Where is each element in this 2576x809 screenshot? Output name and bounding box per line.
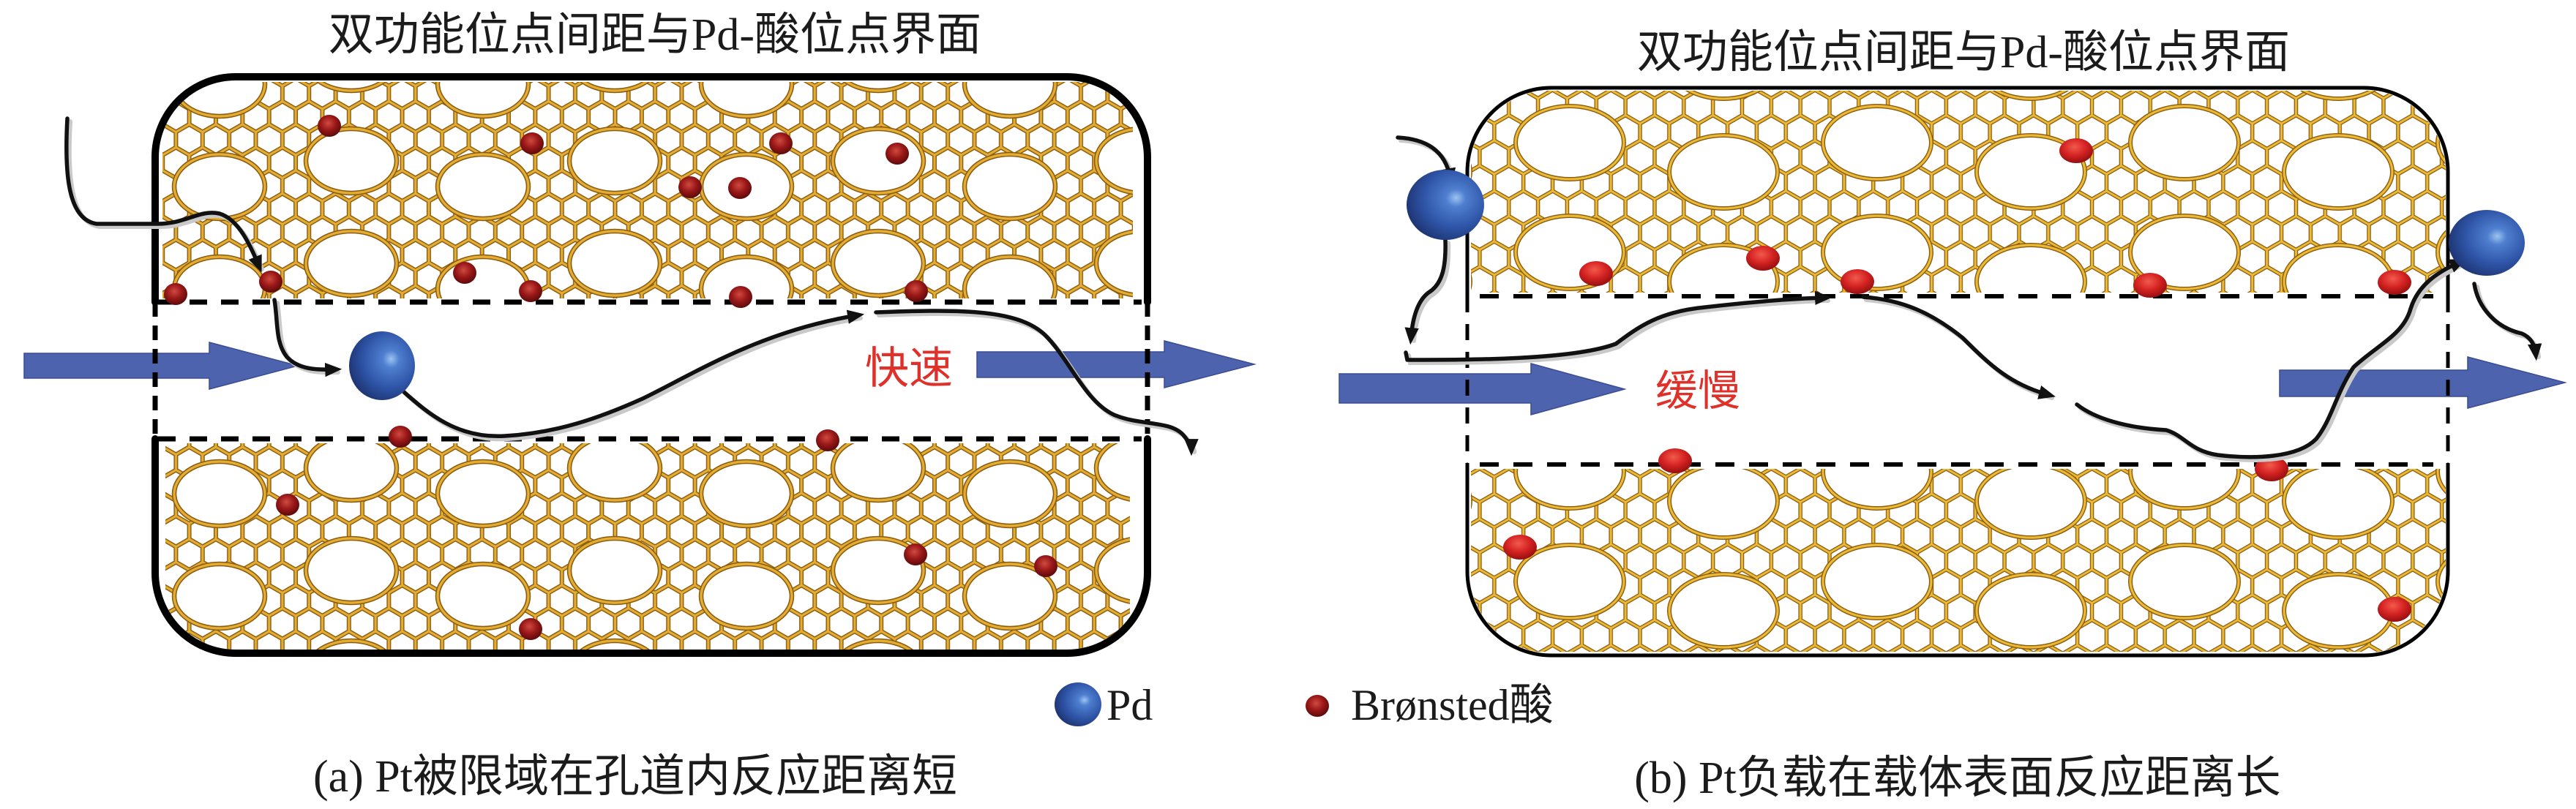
bronsted-acid-site — [2378, 270, 2411, 295]
bronsted-acid-site — [2059, 138, 2093, 163]
reaction-path-shadow — [1866, 300, 2052, 398]
bronsted-acid-site — [2255, 456, 2288, 481]
bronsted-acid-site — [276, 494, 299, 516]
legend-label-pd: Pd — [1107, 681, 1153, 729]
reaction-path-segment — [404, 315, 858, 436]
bronsted-acid-site — [1658, 448, 1692, 473]
bronsted-acid-site — [1746, 246, 1780, 271]
legend: Pd Brønsted酸 — [1055, 681, 1554, 729]
bronsted-acid-site — [1034, 555, 1057, 577]
product-flow-arrow-out — [2279, 356, 2567, 409]
bronsted-acid-site — [1579, 261, 1613, 286]
bronsted-acid-site — [769, 132, 793, 154]
channel-wall-lower — [151, 435, 1151, 657]
support-outline-lower — [1465, 462, 2450, 658]
pd-sphere-icon — [2449, 210, 2525, 276]
bronsted-acid-site — [519, 618, 542, 640]
bronsted-acid-site — [259, 271, 282, 293]
legend-label-bronsted-acid: Brønsted酸 — [1351, 681, 1554, 729]
panel-b-title: 双功能位点间距与Pd-酸位点界面 — [1637, 28, 2290, 78]
reaction-path-shadow — [277, 303, 338, 372]
panel-a-framework — [162, 82, 1133, 650]
panel-b-caption: (b) Pt负载在载体表面反应距离长 — [1634, 753, 2281, 803]
zeolite-framework-upper — [162, 82, 1133, 298]
bronsted-acid-site — [453, 262, 476, 284]
speed-label-slow: 缓慢 — [1655, 367, 1740, 415]
feed-flow-arrow-in — [23, 342, 300, 390]
bronsted-acid-site — [816, 429, 839, 451]
zeolite-framework-lower — [1471, 469, 2446, 652]
reaction-path-segment — [274, 300, 335, 369]
bronsted-acid-site — [678, 176, 702, 198]
zeolite-framework-lower — [165, 443, 1130, 650]
pd-sphere-icon — [1055, 682, 1101, 726]
bronsted-acid-site — [2133, 273, 2167, 298]
bronsted-acid-site — [905, 280, 928, 302]
bronsted-acid-site — [1503, 535, 1537, 560]
legend-item-pd: Pd — [1055, 681, 1153, 729]
bronsted-acid-site — [728, 177, 752, 199]
bronsted-acid-site — [389, 426, 412, 448]
legend-item-bronsted-acid: Brønsted酸 — [1306, 681, 1554, 729]
panel-b-framework — [1471, 91, 2446, 652]
bronsted-acid-sites-b — [1503, 138, 2411, 622]
bronsted-acid-dot-icon — [1306, 695, 1329, 717]
feed-flow-arrow-in — [1338, 363, 1627, 415]
pd-sphere-icon — [349, 331, 415, 400]
bronsted-acid-site — [904, 543, 927, 565]
product-flow-arrow-out — [976, 340, 1257, 388]
bronsted-acid-site — [2378, 597, 2411, 622]
pd-sphere-icon — [1407, 170, 1484, 240]
bronsted-acid-sites-a — [164, 115, 1057, 640]
bronsted-acid-site — [886, 143, 909, 165]
bronsted-acid-site — [1841, 269, 1874, 294]
panel-a: 双功能位点间距与Pd-酸位点界面 — [23, 10, 1257, 802]
speed-label-fast: 快速 — [865, 345, 953, 393]
bronsted-acid-site — [318, 115, 341, 137]
reaction-path-segment — [2474, 284, 2536, 354]
support-outline-upper — [1465, 86, 2450, 298]
panel-b: 双功能位点间距与Pd-酸位点界面 — [1338, 28, 2567, 803]
channel-wall-upper — [151, 73, 1151, 306]
bronsted-acid-site — [520, 132, 544, 154]
zeolite-framework-upper — [1471, 91, 2446, 293]
bronsted-acid-site — [519, 280, 542, 302]
panel-a-caption: (a) Pt被限域在孔道内反应距离短 — [313, 752, 957, 802]
bronsted-acid-site — [164, 283, 187, 305]
panel-a-title: 双功能位点间距与Pd-酸位点界面 — [329, 10, 981, 60]
reaction-path-shadow — [407, 318, 861, 439]
reaction-path-segment — [1863, 297, 2049, 395]
reaction-path-shadow — [1409, 301, 1828, 363]
reaction-path-shadow — [2477, 287, 2539, 357]
bronsted-acid-site — [729, 286, 752, 308]
